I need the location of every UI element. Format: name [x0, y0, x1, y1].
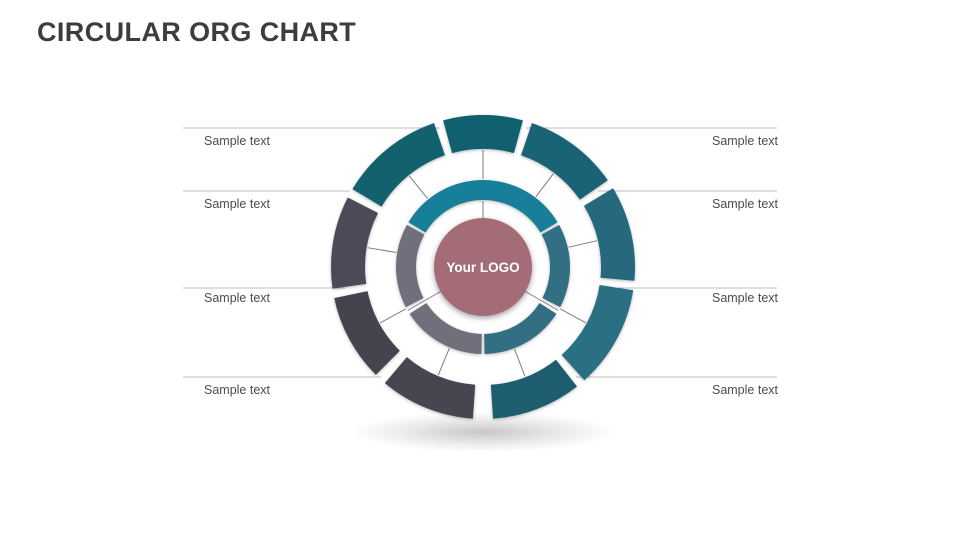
mid-spoke: [367, 247, 397, 253]
inner-spoke: [407, 291, 441, 311]
left-label-row2: Sample text: [204, 197, 271, 211]
inner-arc-inner-left-gray-a: [396, 224, 425, 308]
right-label-row2: Sample text: [711, 197, 778, 211]
outer-segment-left-bottom: [334, 291, 400, 375]
inner-ring: [396, 180, 570, 354]
outer-segment-top-right: [521, 123, 608, 200]
floor-shadow: [351, 412, 615, 452]
inner-arc-inner-right-slate-b: [541, 224, 570, 308]
mid-spoke: [514, 348, 526, 377]
outer-segment-bottom-left: [384, 357, 476, 419]
mid-spoke: [379, 308, 406, 324]
inner-arc-inner-right-slate-a: [484, 303, 557, 354]
outer-segment-top-left: [352, 123, 445, 207]
mid-spoke: [408, 175, 429, 199]
center-logo-circle: [434, 218, 532, 316]
mid-spoke: [437, 348, 450, 376]
mid-spoke: [568, 240, 598, 248]
outer-segment-bottom-right: [490, 359, 577, 419]
inner-spoke: [525, 291, 559, 311]
left-label-row4: Sample text: [204, 383, 271, 397]
outer-segment-left-top: [330, 197, 379, 289]
slide-title: CIRCULAR ORG CHART: [37, 17, 357, 47]
right-label-row4: Sample text: [711, 383, 778, 397]
mid-spoke: [560, 308, 587, 324]
right-label-row3: Sample text: [711, 291, 778, 305]
left-label-row1: Sample text: [204, 134, 271, 148]
inner-arc-inner-top-teal: [408, 180, 558, 233]
outer-ring: [330, 115, 635, 419]
outer-segment-right-bottom: [561, 285, 634, 381]
connector-spokes: [367, 150, 598, 377]
right-label-row1: Sample text: [711, 134, 778, 148]
mid-spoke: [535, 173, 554, 198]
outer-segment-right: [583, 188, 635, 281]
outer-segment-top: [443, 115, 523, 154]
left-label-row3: Sample text: [204, 291, 271, 305]
logo-label: Your LOGO: [446, 260, 519, 275]
leader-lines: [183, 127, 777, 378]
inner-arc-inner-left-gray-b: [409, 303, 482, 354]
